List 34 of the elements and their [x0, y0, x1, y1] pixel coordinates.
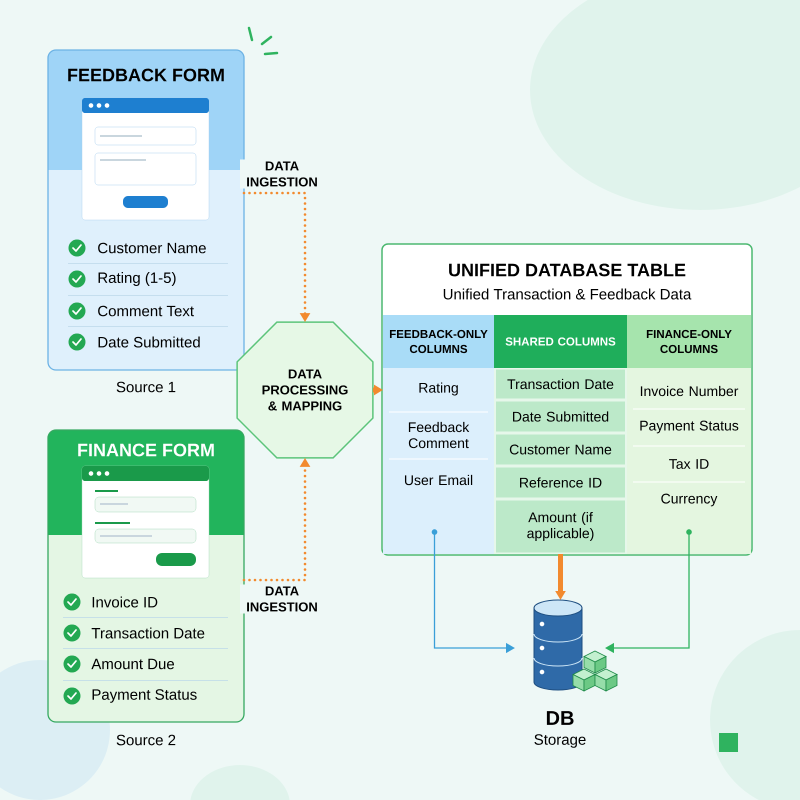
- table-cell: Customer Name: [496, 434, 625, 464]
- column-header: FEEDBACK-ONLY COLUMNS: [383, 315, 494, 368]
- table-cell: Amount (if applicable): [496, 500, 625, 552]
- column-entry: Currency: [661, 494, 718, 506]
- table-subtitle: Unified Transaction & Feedback Data: [444, 288, 692, 300]
- column-entry: Payment Status: [640, 420, 738, 434]
- edge-label: DATA INGESTION: [240, 584, 324, 614]
- source-caption: Source 1: [116, 382, 176, 392]
- process-octagon: DATA PROCESSING & MAPPING: [236, 321, 374, 459]
- column-entry: Tax ID: [669, 459, 709, 469]
- column-entry: Invoice Number: [640, 386, 738, 396]
- column-entry: Rating: [419, 382, 458, 396]
- column-entry: User Email: [404, 474, 472, 486]
- list-item: Invoice ID: [92, 596, 158, 608]
- list-item: Customer Name: [98, 242, 206, 254]
- database-caption: Storage: [534, 734, 586, 748]
- card-title: FINANCE FORM: [78, 444, 214, 456]
- list-item: Transaction Date: [92, 628, 204, 638]
- list-item: Payment Status: [92, 689, 197, 703]
- edge-label: DATA INGESTION: [240, 159, 324, 189]
- table-title: UNIFIED DATABASE TABLE: [449, 264, 686, 276]
- table-cell: Transaction Date: [496, 370, 625, 398]
- database-label: DB: [546, 711, 574, 725]
- list-item: Amount Due: [91, 658, 174, 670]
- list-item: Comment Text: [98, 306, 194, 316]
- list-item: Date Submitted: [98, 336, 200, 348]
- table-cell: Date Submitted: [496, 402, 625, 432]
- card-title: FEEDBACK FORM: [68, 68, 224, 82]
- table-cell: Reference ID: [496, 468, 625, 498]
- list-item: Rating (1-5): [98, 272, 176, 286]
- column-header: SHARED COLUMNS: [494, 315, 627, 368]
- column-header: FINANCE-ONLY COLUMNS: [627, 315, 751, 368]
- source-caption: Source 2: [116, 734, 176, 746]
- column-entry: Feedback Comment: [408, 422, 470, 448]
